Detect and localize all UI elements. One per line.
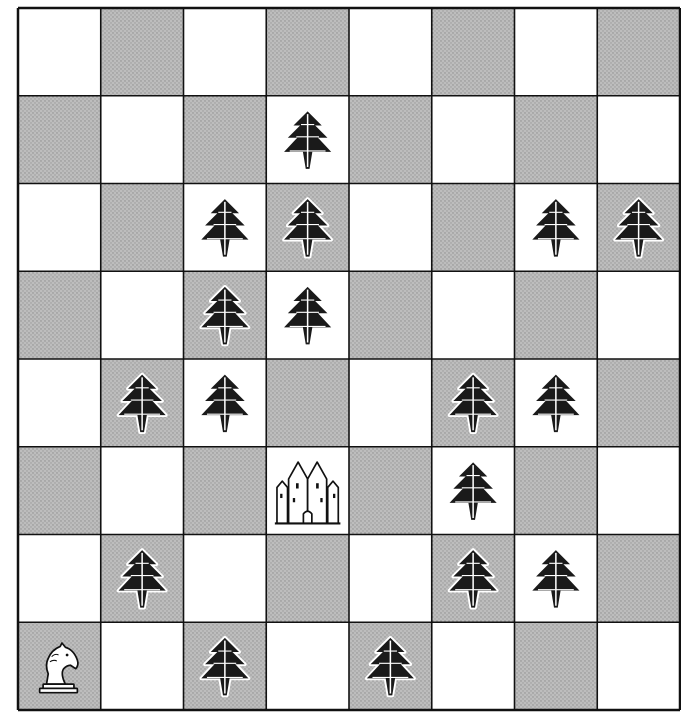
dark-square[interactable] <box>266 8 349 96</box>
light-square[interactable] <box>18 359 101 447</box>
dark-square[interactable] <box>266 535 349 623</box>
dark-square[interactable] <box>515 271 598 359</box>
light-square[interactable] <box>18 184 101 272</box>
light-square[interactable] <box>18 535 101 623</box>
light-square[interactable] <box>597 271 680 359</box>
light-square[interactable] <box>349 8 432 96</box>
dark-square[interactable] <box>515 96 598 184</box>
dark-square[interactable] <box>349 96 432 184</box>
light-square[interactable] <box>266 622 349 710</box>
dark-square[interactable] <box>349 447 432 535</box>
dark-square[interactable] <box>184 96 267 184</box>
dark-square[interactable] <box>101 184 184 272</box>
dark-square[interactable] <box>432 8 515 96</box>
dark-square[interactable] <box>597 359 680 447</box>
dark-square[interactable] <box>597 8 680 96</box>
light-square[interactable] <box>597 96 680 184</box>
light-square[interactable] <box>432 96 515 184</box>
dark-square[interactable] <box>101 8 184 96</box>
light-square[interactable] <box>349 535 432 623</box>
light-square[interactable] <box>597 622 680 710</box>
light-square[interactable] <box>597 447 680 535</box>
light-square[interactable] <box>184 535 267 623</box>
light-square[interactable] <box>432 622 515 710</box>
light-square[interactable] <box>18 8 101 96</box>
light-square[interactable] <box>101 447 184 535</box>
dark-square[interactable] <box>18 96 101 184</box>
dark-square[interactable] <box>432 184 515 272</box>
light-square[interactable] <box>184 8 267 96</box>
light-square[interactable] <box>101 96 184 184</box>
dark-square[interactable] <box>349 271 432 359</box>
light-square[interactable] <box>101 271 184 359</box>
dark-square[interactable] <box>18 271 101 359</box>
dark-square[interactable] <box>266 359 349 447</box>
light-square[interactable] <box>101 622 184 710</box>
light-square[interactable] <box>432 271 515 359</box>
dark-square[interactable] <box>18 447 101 535</box>
dark-square[interactable] <box>597 535 680 623</box>
dark-square[interactable] <box>515 622 598 710</box>
dark-square[interactable] <box>515 447 598 535</box>
light-square[interactable] <box>515 8 598 96</box>
light-square[interactable] <box>349 184 432 272</box>
light-square[interactable] <box>349 359 432 447</box>
dark-square[interactable] <box>184 447 267 535</box>
